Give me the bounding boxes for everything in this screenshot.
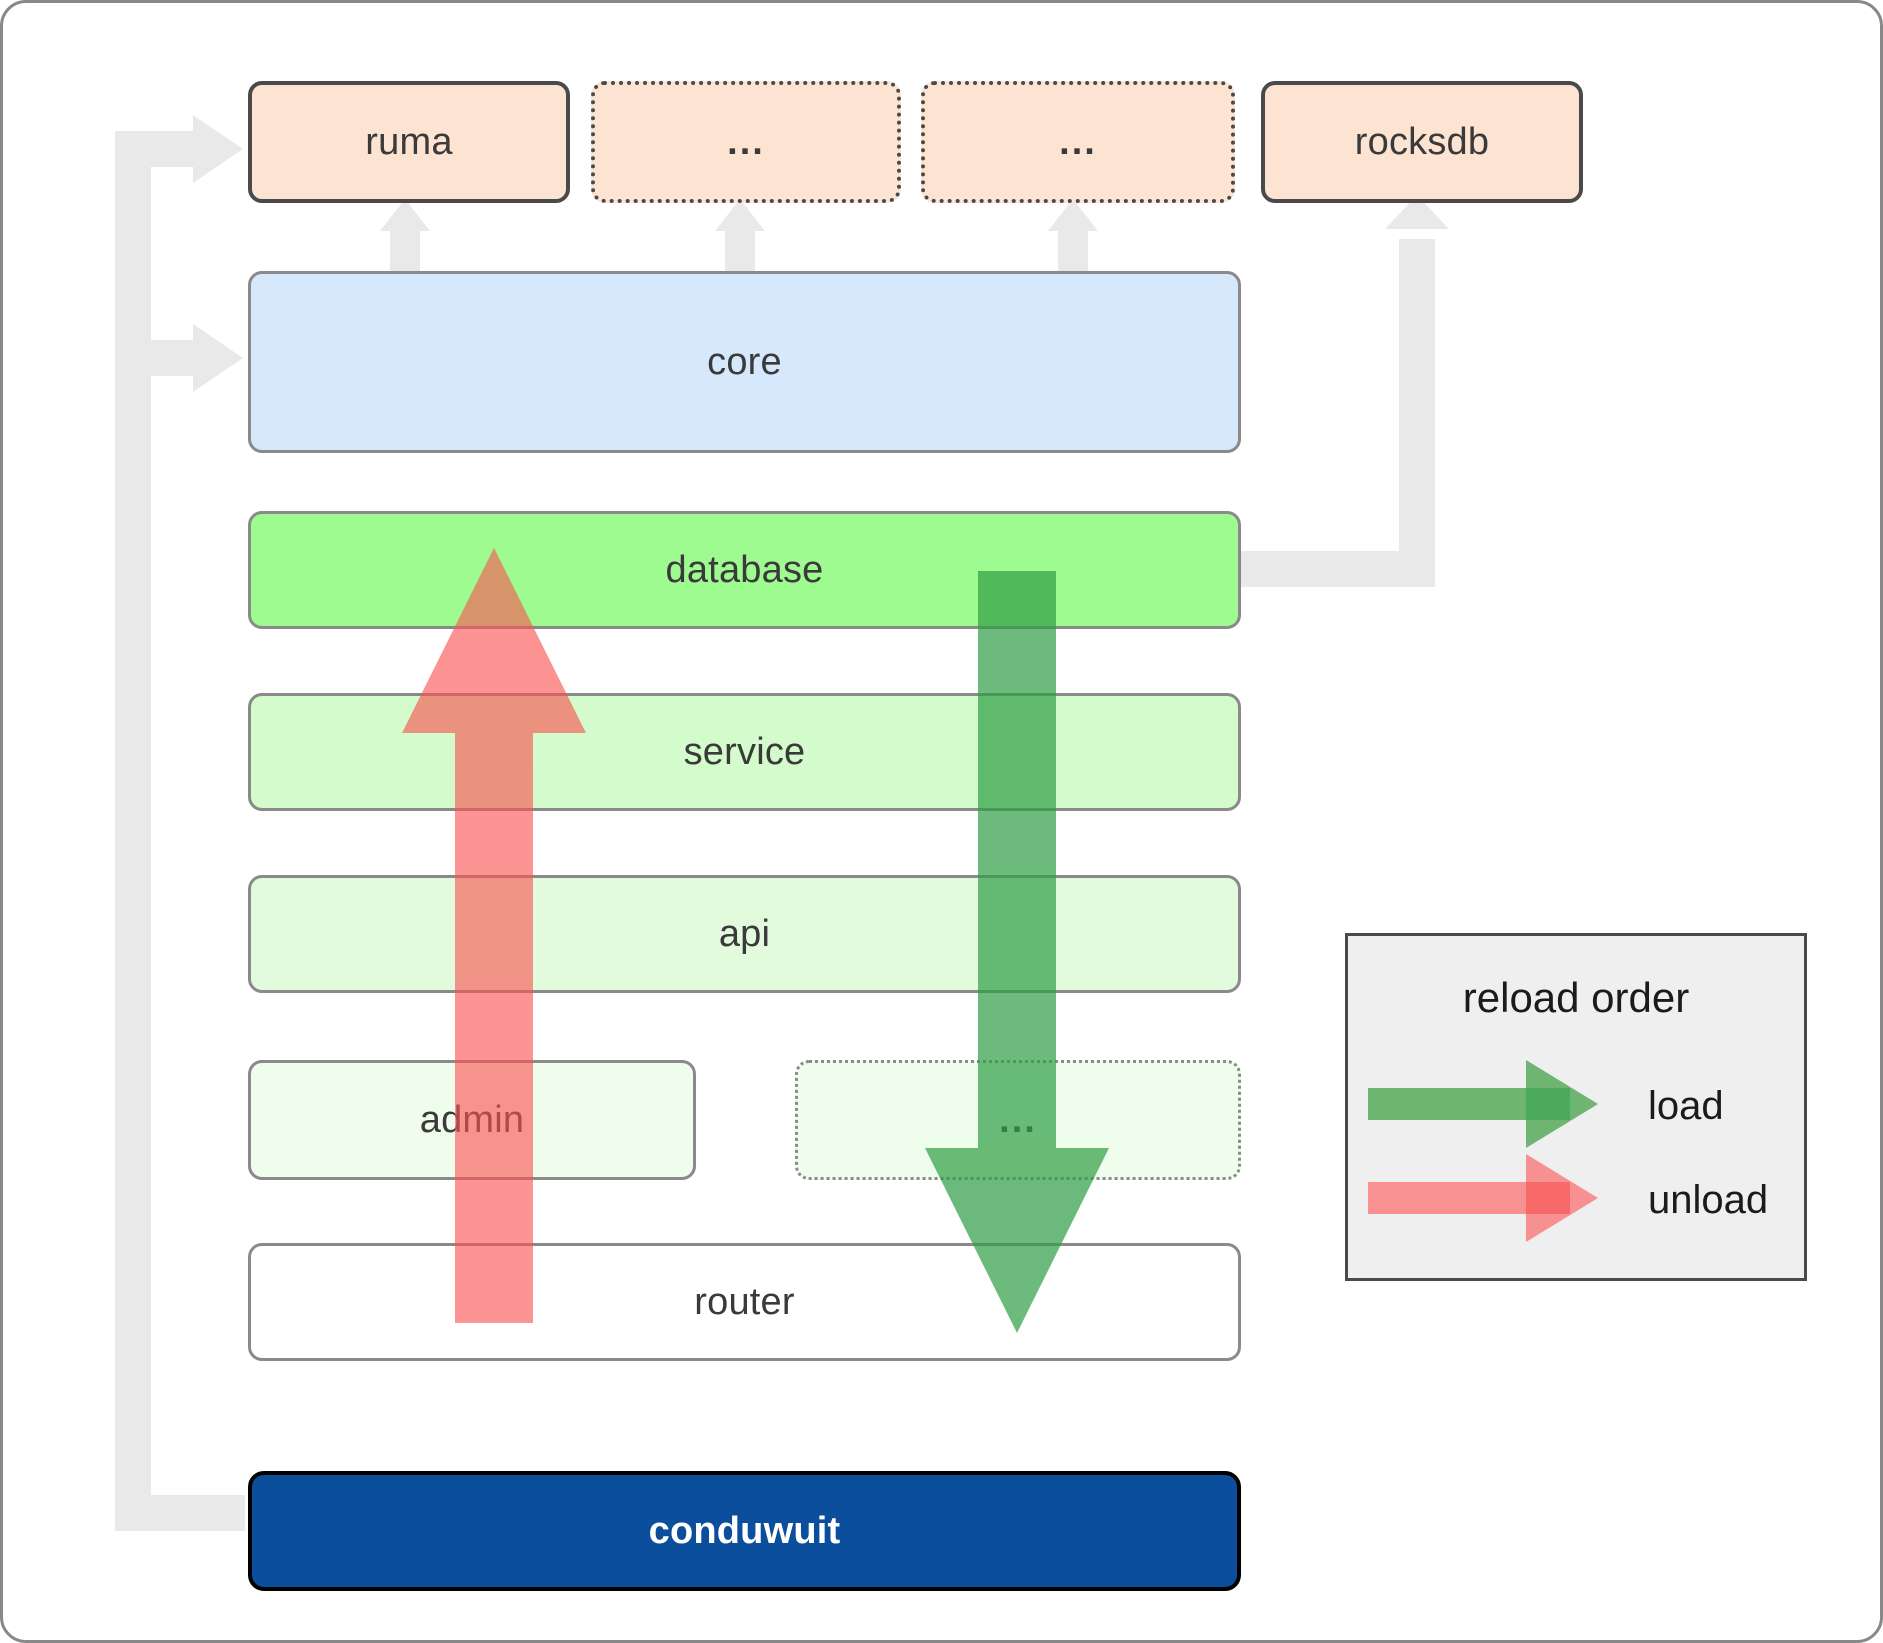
legend-label-load: load [1648, 1084, 1724, 1128]
node-rocksdb-label: rocksdb [1354, 120, 1490, 163]
node-core-label: core [707, 340, 782, 383]
node-api[interactable]: api [248, 875, 1241, 993]
node-database[interactable]: database [248, 511, 1241, 629]
legend-label-unload: unload [1648, 1178, 1769, 1222]
node-ruma-label: ruma [365, 120, 453, 163]
legend-panel: reload order load unload [1345, 933, 1807, 1281]
node-plugins[interactable]: ... [795, 1060, 1241, 1180]
node-ruma[interactable]: ruma [248, 81, 570, 203]
node-core[interactable]: core [248, 271, 1241, 453]
node-router[interactable]: router [248, 1243, 1241, 1361]
flow-arrow-layer [402, 548, 1109, 1333]
node-dep2[interactable]: ... [591, 81, 901, 203]
node-service-label: service [683, 730, 806, 773]
node-router-label: router [694, 1280, 795, 1323]
node-admin[interactable]: admin [248, 1060, 696, 1180]
node-dep3[interactable]: ... [921, 81, 1235, 203]
node-rocksdb[interactable]: rocksdb [1261, 81, 1583, 203]
node-admin-label: admin [419, 1098, 525, 1141]
node-conduwuit-label: conduwuit [648, 1509, 841, 1552]
node-api-label: api [718, 912, 771, 955]
node-plugins-label: ... [999, 1098, 1037, 1141]
node-database-label: database [665, 548, 824, 591]
legend-unload-swatch [1368, 1154, 1598, 1242]
node-conduwuit[interactable]: conduwuit [248, 1471, 1241, 1591]
node-dep2-label: ... [727, 120, 765, 163]
legend-load-swatch [1368, 1060, 1598, 1148]
connector-layer [115, 115, 1449, 1531]
node-service[interactable]: service [248, 693, 1241, 811]
node-dep3-label: ... [1059, 120, 1097, 163]
legend-title: reload order [1462, 974, 1690, 1021]
legend-swatches [1368, 1060, 1598, 1242]
